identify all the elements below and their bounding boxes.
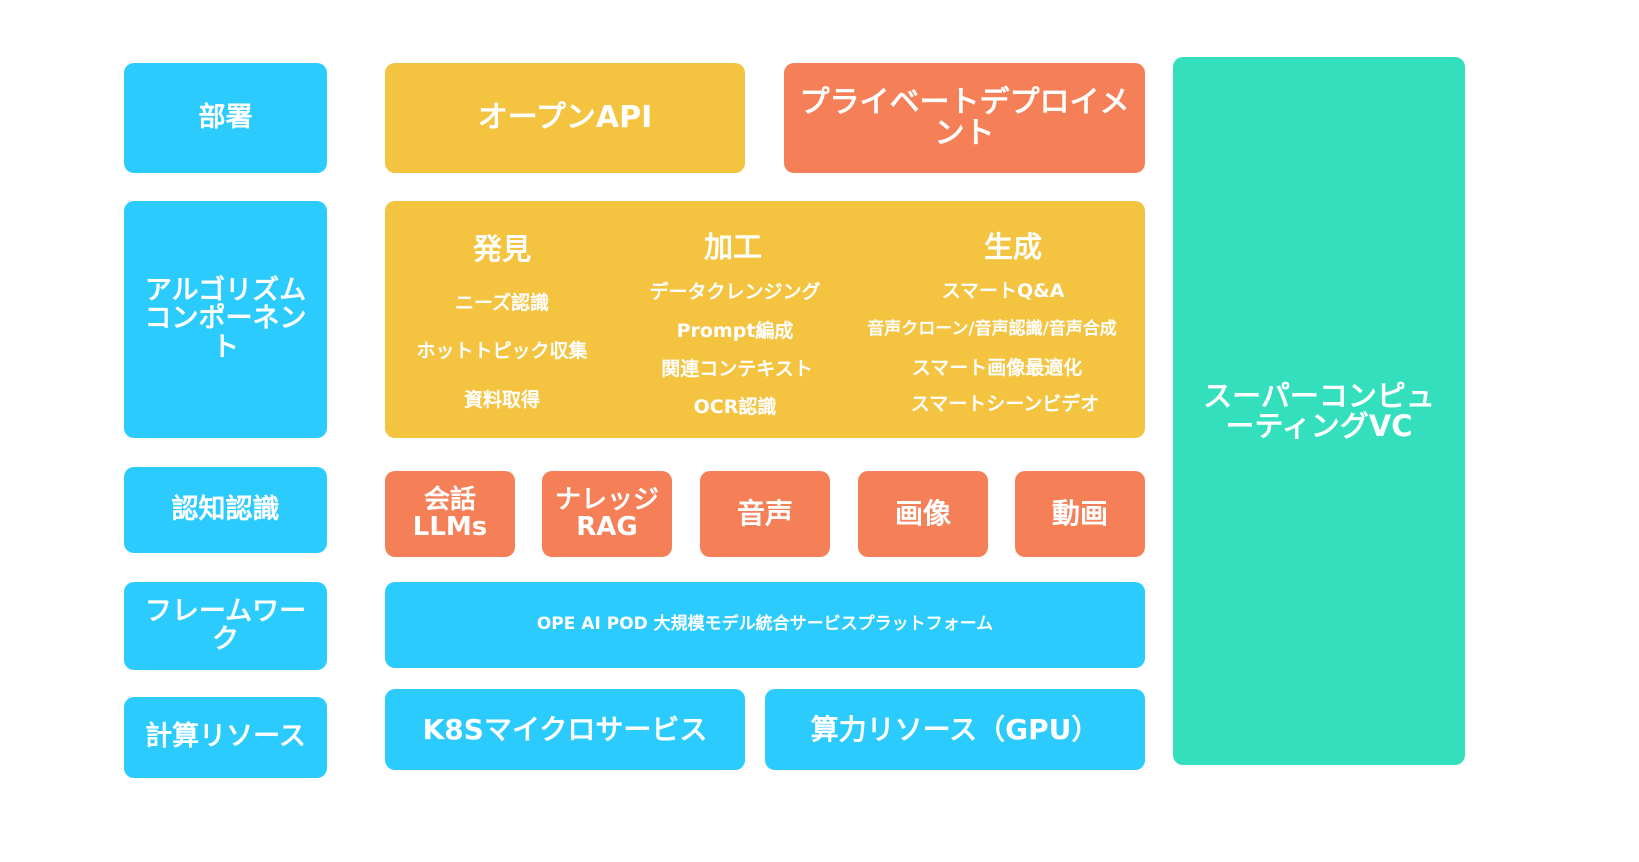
cognition-voice: 音声: [700, 471, 830, 557]
discovery-title: 発見: [472, 232, 532, 266]
discovery-item: 資料取得: [463, 389, 541, 411]
gpu-resources: 算力リソース（GPU）: [765, 689, 1145, 770]
processing-item: Prompt編成: [676, 320, 794, 342]
layer-cognition: 認知認識: [124, 467, 327, 553]
algorithm-panel: [385, 201, 1145, 438]
discovery-item: ニーズ認識: [454, 292, 550, 314]
layer-department: 部署: [124, 63, 327, 173]
cognition-video: 動画: [1015, 471, 1145, 557]
layer-algorithm: アルゴリズムコンポーネント: [124, 201, 327, 438]
generation-item: スマート画像最適化: [911, 357, 1083, 379]
discovery-item: ホットトピック収集: [416, 340, 588, 362]
framework-platform: OPE AI POD 大規模モデル統合サービスプラットフォーム: [385, 582, 1145, 668]
cognition-image: 画像: [858, 471, 988, 557]
layer-compute: 計算リソース: [124, 697, 327, 778]
generation-item: スマートQ&A: [941, 280, 1065, 302]
processing-item: データクレンジング: [649, 281, 821, 303]
open-api-box: オープンAPI: [385, 63, 745, 173]
layer-framework: フレームワーク: [124, 582, 327, 670]
cognition-llms: 会話LLMs: [385, 471, 515, 557]
processing-item: 関連コンテキスト: [661, 358, 813, 380]
processing-title: 加工: [703, 230, 763, 264]
private-deployment-box: プライベートデプロイメント: [784, 63, 1145, 173]
supercomputing-vc: スーパーコンピューティングVC: [1173, 57, 1465, 765]
generation-item: 音声クローン/音声認識/音声合成: [867, 319, 1117, 339]
generation-title: 生成: [983, 230, 1043, 264]
cognition-rag: ナレッジRAG: [542, 471, 672, 557]
k8s-microservices: K8Sマイクロサービス: [385, 689, 745, 770]
generation-item: スマートシーンビデオ: [910, 393, 1100, 415]
processing-item: OCR認識: [693, 396, 777, 418]
